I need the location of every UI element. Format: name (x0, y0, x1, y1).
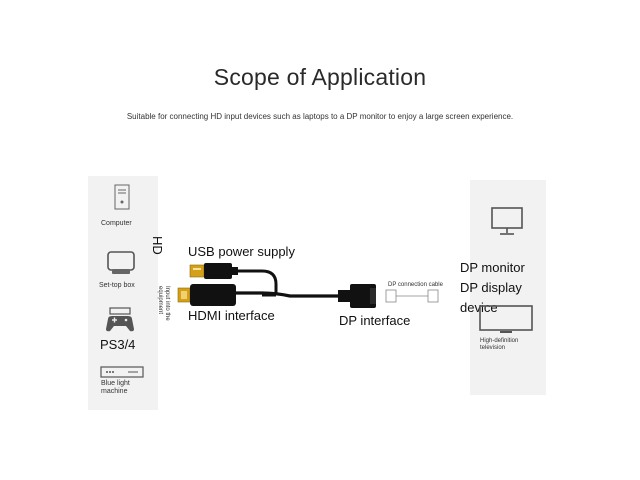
dp-monitor-label-line: DP monitor (460, 260, 525, 275)
device-label-computer: Computer (101, 220, 132, 227)
dp-monitor-label-line: DP display (460, 280, 522, 295)
monitor-icon (491, 207, 523, 235)
dp-cable-label: DP connection cable (388, 282, 443, 288)
input-equipment-label: Input into the equipment (157, 286, 170, 321)
main-cable (236, 291, 338, 298)
hdmi-connector (177, 284, 236, 306)
dp-monitor-label-line: device (460, 300, 498, 315)
page-title: Scope of Application (213, 64, 427, 90)
device-label-ps3-4: PS3/4 (100, 337, 136, 352)
dp-connection-cable-outline (385, 289, 439, 303)
usb-power-supply-label: USB power supply (188, 244, 295, 259)
hd-label: HD (150, 236, 165, 255)
usb-connector (189, 263, 238, 279)
dp-female-connector (338, 284, 376, 308)
input-devices-panel (88, 176, 158, 410)
computer-tower-icon (114, 184, 130, 210)
output-devices-panel (470, 180, 546, 395)
blu-ray-player-icon (100, 366, 144, 378)
hdmi-interface-label: HDMI interface (188, 308, 275, 323)
dp-monitor-label: DP monitor DP display device (460, 258, 525, 318)
tv-label: High-definition television (480, 338, 519, 351)
set-top-box-icon (107, 251, 135, 274)
device-label-set-top-box: Set-top box (99, 282, 135, 289)
tv-icon (479, 305, 533, 333)
gamepad-icon (106, 307, 134, 332)
dp-interface-label: DP interface (339, 313, 411, 328)
usb-cable (238, 269, 278, 293)
page-subtitle: Suitable for connecting HD input devices… (126, 112, 514, 121)
device-label-blue-light-machine: Blue light machine (101, 380, 130, 395)
